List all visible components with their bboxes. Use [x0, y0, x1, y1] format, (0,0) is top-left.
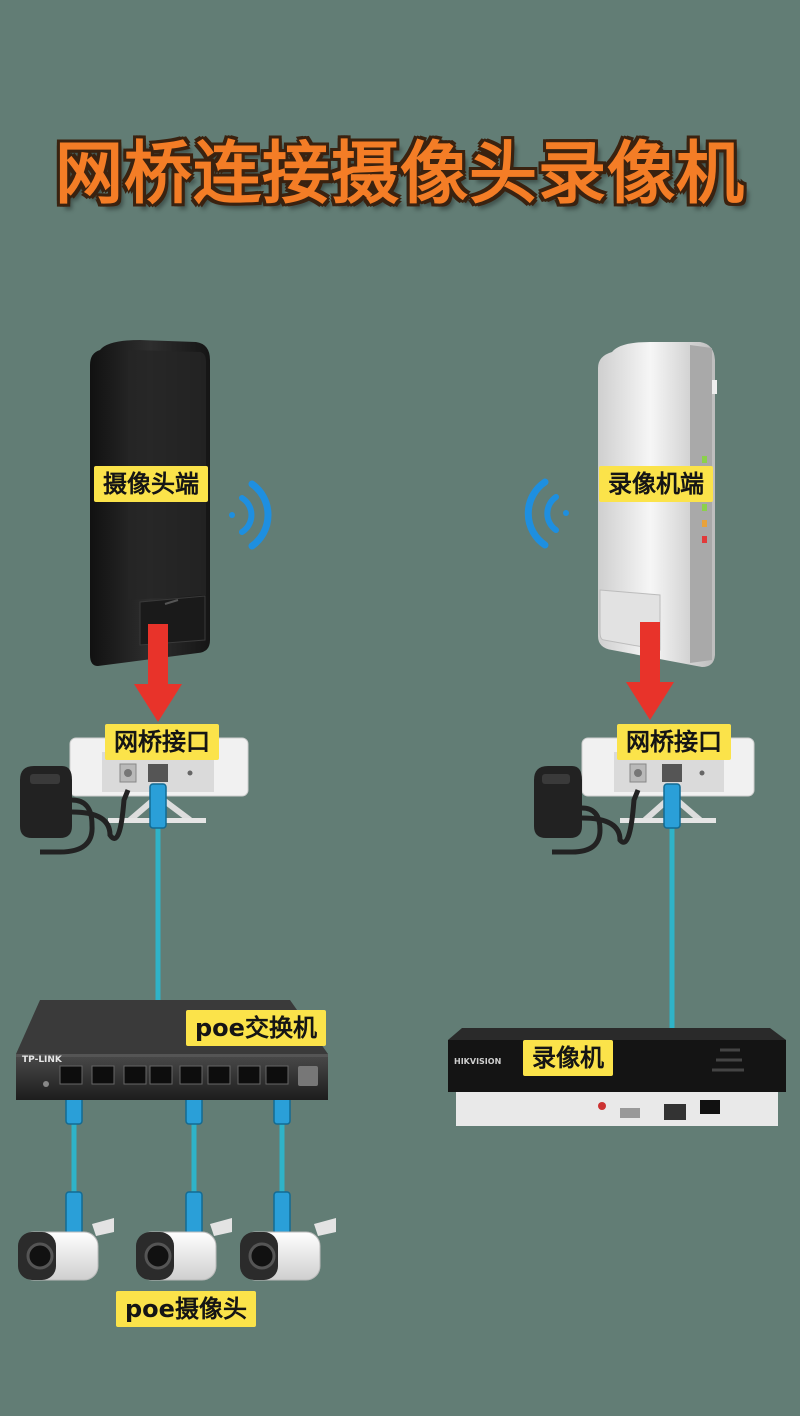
- recorder-end-bridge-device: [598, 342, 717, 667]
- bridge-port-label-right: 网桥接口: [617, 724, 731, 760]
- wifi-signal-icon: [229, 480, 272, 550]
- camera-end-bridge-device: [90, 340, 210, 666]
- led-indicator: [702, 520, 707, 527]
- arrow-down-icon: [134, 624, 182, 722]
- recorder-brand-text: HIKVISION: [454, 1057, 501, 1066]
- camera-end-label: 摄像头端: [94, 466, 208, 502]
- led-indicator: [702, 456, 707, 463]
- poe-camera: [240, 1218, 336, 1281]
- recorder-device: HIKVISION: [448, 1028, 786, 1126]
- led-indicator: [702, 536, 707, 543]
- poe-camera: [136, 1218, 232, 1281]
- arrow-down-icon: [626, 622, 674, 720]
- power-adapter-left: [20, 766, 131, 855]
- power-adapter-right: [534, 766, 641, 855]
- wifi-signal-icon: [524, 478, 569, 549]
- led-indicator: [702, 504, 707, 511]
- switch-brand-text: TP-LINK: [22, 1055, 63, 1065]
- poe-camera: [18, 1218, 114, 1281]
- recorder-label: 录像机: [523, 1040, 613, 1076]
- poe-camera-label: poe摄像头: [116, 1291, 256, 1327]
- recorder-end-label: 录像机端: [599, 466, 713, 502]
- poe-switch-label: poe交换机: [186, 1010, 326, 1046]
- page-title: 网桥连接摄像头录像机: [54, 135, 745, 214]
- bridge-port-label-left: 网桥接口: [105, 724, 219, 760]
